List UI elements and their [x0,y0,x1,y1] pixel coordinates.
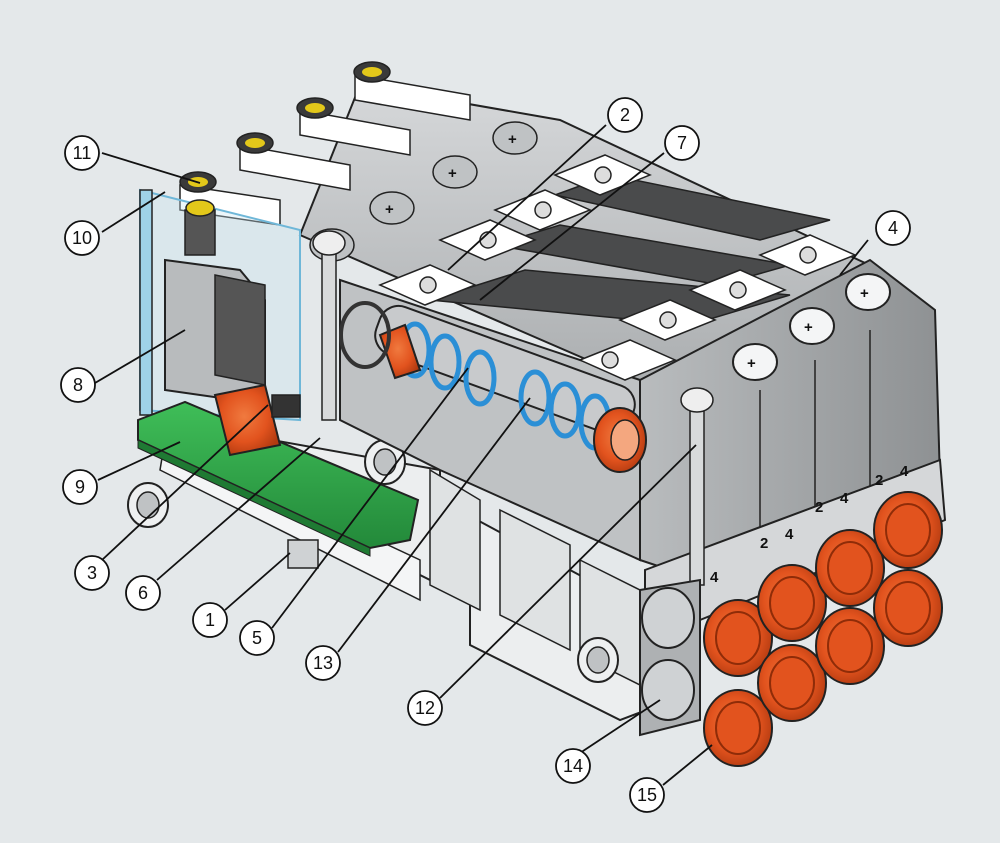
leader-line-2 [447,124,607,271]
leader-line-3 [101,404,269,561]
screw-plate [758,234,857,276]
push-in-fitting [873,569,943,647]
callout-10: 10 [64,220,100,256]
svg-text:5: 5 [252,628,262,648]
callout-6: 6 [125,575,161,611]
svg-text:+: + [448,165,457,182]
leader-line-7 [479,152,665,301]
svg-text:13: 13 [313,653,333,673]
callout-12: 12 [407,690,443,726]
screw-plate [553,154,652,196]
svg-text:11: 11 [73,143,92,163]
svg-text:2: 2 [620,105,630,125]
port-label-2: 2 [815,499,823,516]
leader-line-11 [101,152,201,184]
leader-line-1 [224,552,291,611]
push-in-fitting [873,491,943,569]
callout-5: 5 [239,620,275,656]
end-screws: + + + [732,273,891,381]
screw-plates [378,154,857,381]
callout-7: 7 [664,125,700,161]
leader-line-13 [337,397,531,653]
svg-text:+: + [804,319,813,336]
svg-text:1: 1 [205,610,215,630]
tie-rods [312,230,714,586]
port-label-4: 4 [900,463,909,480]
svg-text:+: + [747,355,756,372]
leader-line-6 [156,437,321,581]
board-connector [213,383,301,457]
screw-plate [618,299,717,341]
port-label-group: 2 4 [815,490,849,516]
port-label-4: 4 [785,526,794,543]
push-in-fittings [703,491,943,767]
screw-plate [688,269,787,311]
svg-text:15: 15 [637,785,657,805]
push-in-fitting [815,529,885,607]
callout-2: 2 [607,97,643,133]
port-label-4: 4 [710,569,719,586]
callout-9: 9 [62,469,98,505]
svg-text:8: 8 [73,375,83,395]
pilot-module: + [353,61,538,155]
svg-text:10: 10 [72,228,92,248]
leader-line-9 [97,441,181,481]
svg-text:14: 14 [563,756,583,776]
callout-14: 14 [555,748,591,784]
svg-text:7: 7 [677,133,687,153]
port-label-group: 2 4 [760,526,794,552]
tube-fitting [127,482,169,528]
push-in-fitting [703,689,773,767]
end-plate-fittings [639,578,701,737]
svg-text:+: + [508,131,517,148]
svg-text:9: 9 [75,477,85,497]
screw-plate [378,264,477,306]
svg-text:+: + [385,201,394,218]
callout-4: 4 [875,210,911,246]
leader-line-5 [271,367,469,629]
callout-13: 13 [305,645,341,681]
port-labels: 2 4 2 4 2 4 4 [710,463,909,586]
leader-line-12 [439,444,697,699]
port-label-2: 2 [760,535,768,552]
screw-head: + [789,307,835,345]
svg-text:+: + [860,285,869,302]
svg-text:12: 12 [415,698,435,718]
port-label-2: 2 [875,472,883,489]
pilot-module: + [296,97,478,189]
leader-line-15 [662,744,713,786]
leader-line-14 [579,699,661,754]
leader-line-4 [839,239,869,276]
port-label-group: 4 [710,569,719,586]
callout-3: 3 [74,555,110,591]
port-label-4: 4 [840,490,849,507]
leader-lines [94,124,869,786]
screw-head: + [732,343,778,381]
push-in-fitting [815,607,885,685]
callout-1: 1 [192,602,228,638]
callout-11: 11 [64,135,100,171]
svg-text:3: 3 [87,563,97,583]
svg-text:4: 4 [888,218,898,238]
spool-assembly [339,301,647,473]
tie-rod [312,230,346,421]
svg-text:6: 6 [138,583,148,603]
screw-plate [578,339,677,381]
push-in-fitting [703,599,773,677]
push-in-fitting [757,564,827,642]
screw-head: + [845,273,891,311]
tube-fitting [577,637,619,683]
push-in-fitting [757,644,827,722]
leader-line-10 [101,191,166,233]
callout-8: 8 [60,367,96,403]
pilot-module: + [236,132,415,225]
callouts: 11 10 8 9 3 6 1 5 13 12 14 15 2 7 4 [60,97,911,813]
port-label-group: 2 4 [875,463,909,489]
solenoid-coil [164,199,266,402]
leader-line-8 [94,329,186,384]
callout-15: 15 [629,777,665,813]
